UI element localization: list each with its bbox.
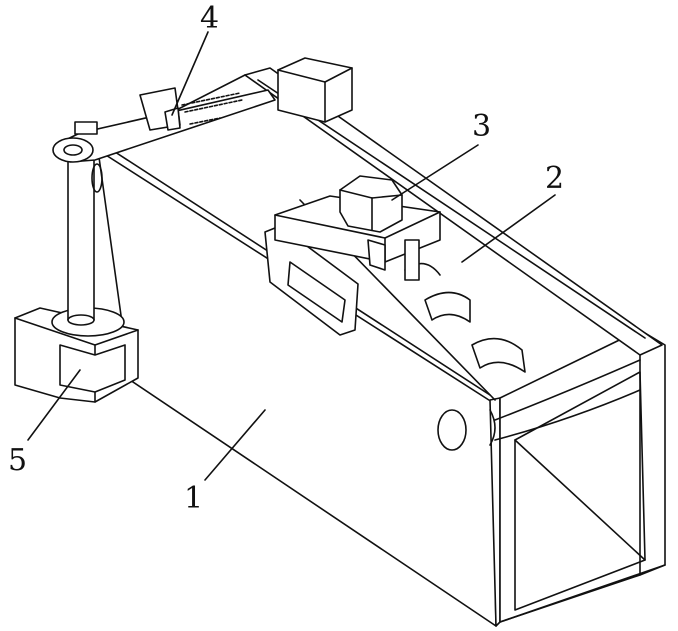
label-5: 5 <box>8 446 27 476</box>
belt-motor <box>278 58 352 122</box>
label-3: 3 <box>472 112 491 142</box>
label-4: 4 <box>200 4 219 34</box>
label-2: 2 <box>545 164 564 194</box>
label-1: 1 <box>184 484 203 514</box>
